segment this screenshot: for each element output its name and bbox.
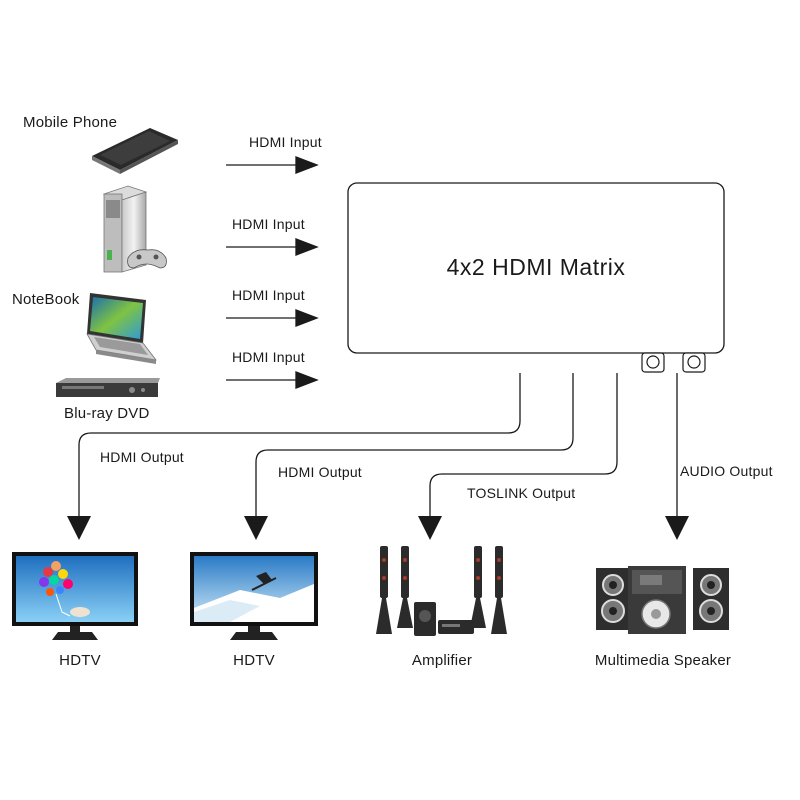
speaker-icon (596, 566, 729, 634)
input-arrow-1 (226, 156, 319, 174)
laptop-icon (86, 293, 157, 364)
input-arrow-3 (226, 309, 319, 327)
input-label-4: HDMI Input (232, 349, 305, 365)
output-label-toslink: TOSLINK Output (467, 485, 576, 501)
matrix-title: 4x2 HDMI Matrix (446, 254, 626, 280)
source-label-notebook: NoteBook (12, 291, 80, 308)
device-caption-hdtv-2: HDTV (233, 652, 275, 669)
output-jack-left (641, 352, 665, 373)
bluray-player-icon (56, 378, 160, 397)
device-caption-hdtv-1: HDTV (59, 652, 101, 669)
game-console-icon (102, 185, 167, 273)
mobile-phone-icon (92, 128, 178, 174)
source-label-mobile-phone: Mobile Phone (23, 114, 118, 131)
output-label-hdmi-2: HDMI Output (278, 464, 362, 480)
arrowhead-hdtv-2 (244, 516, 268, 540)
output-line-amplifier (429, 373, 618, 518)
output-jack-right (682, 352, 706, 373)
tv-balloons-icon (12, 552, 138, 640)
arrowhead-hdtv-1 (67, 516, 91, 540)
device-caption-amplifier: Amplifier (411, 652, 473, 669)
device-caption-speaker: Multimedia Speaker (594, 652, 732, 669)
home-theater-icon (376, 546, 507, 636)
tv-skier-icon (190, 552, 318, 640)
arrowhead-audio (665, 516, 689, 540)
matrix-box (347, 182, 725, 354)
output-label-hdmi-1: HDMI Output (100, 449, 184, 465)
arrowhead-amplifier (418, 516, 442, 540)
input-label-2: HDMI Input (232, 216, 305, 232)
source-label-bluray: Blu-ray DVD (64, 405, 150, 422)
output-line-hdtv-2 (255, 373, 574, 518)
input-arrow-4 (226, 371, 319, 389)
output-label-audio: AUDIO Output (680, 463, 773, 479)
input-arrow-2 (226, 238, 319, 256)
input-label-3: HDMI Input (232, 287, 305, 303)
output-line-hdtv-1 (78, 373, 521, 518)
input-label-1: HDMI Input (249, 134, 322, 150)
